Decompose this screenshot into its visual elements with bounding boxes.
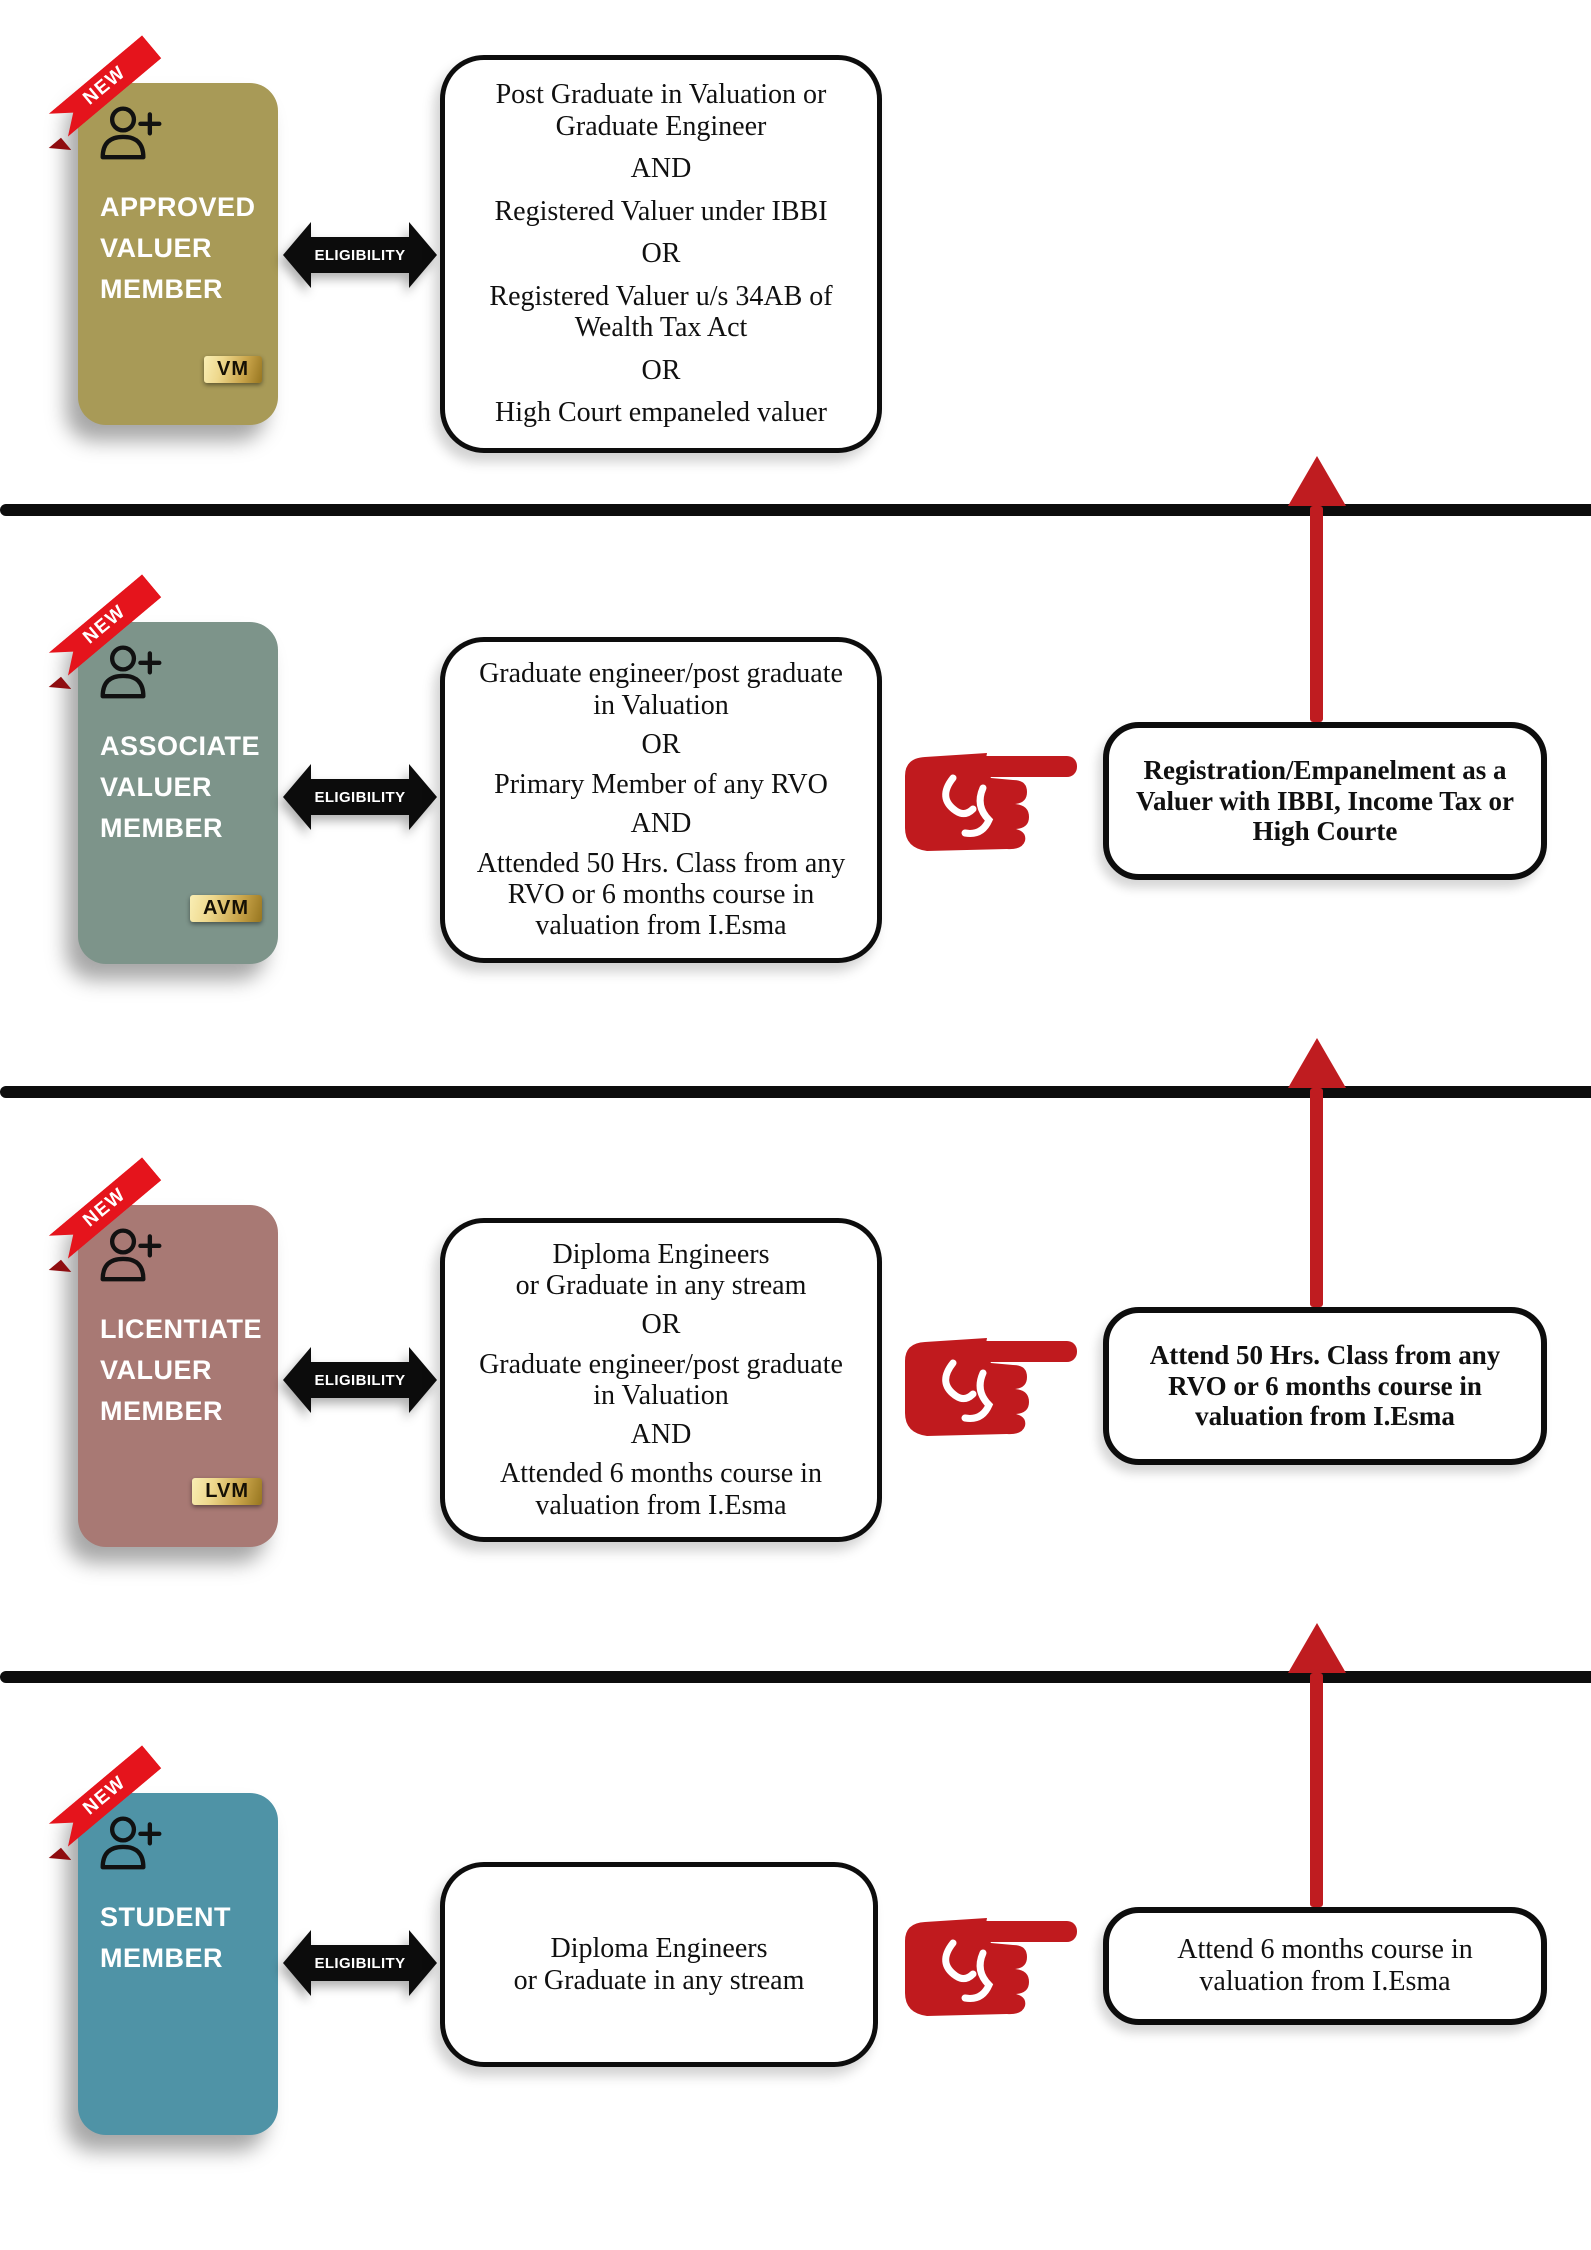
- card-title-line: VALUER: [100, 233, 213, 263]
- criteria-operator: OR: [641, 1309, 681, 1341]
- pointing-hand-icon: [905, 1338, 1077, 1436]
- card-title: APPROVED VALUER MEMBER: [100, 187, 256, 310]
- criteria-operator: AND: [630, 1419, 692, 1451]
- member-card-student: NEW STUDENT MEMBER: [78, 1793, 278, 2135]
- criteria-text: Registered Valuer u/s 34AB of Wealth Tax…: [489, 280, 833, 344]
- person-add-icon: [100, 1816, 162, 1870]
- criteria-operator: AND: [630, 153, 692, 185]
- arrow-right-head: [409, 1347, 437, 1413]
- criteria-operator: AND: [630, 808, 692, 840]
- member-card-licentiate: NEW LICENTIATE VALUER MEMBER LVM: [78, 1205, 278, 1547]
- criteria-box-licentiate: Diploma Engineers or Graduate in any str…: [440, 1218, 882, 1542]
- card-title: STUDENT MEMBER: [100, 1897, 231, 1979]
- person-add-icon: [100, 106, 162, 160]
- progress-arrow-stem: [1310, 1673, 1323, 1907]
- arrow-right-head: [409, 764, 437, 830]
- eligibility-arrow: ELIGIBILITY: [283, 222, 437, 288]
- card-title-line: MEMBER: [100, 813, 223, 843]
- criteria-text: Primary Member of any RVO: [494, 768, 828, 800]
- criteria-text: Diploma Engineers or Graduate in any str…: [513, 1933, 805, 1996]
- eligibility-arrow: ELIGIBILITY: [283, 1347, 437, 1413]
- arrow-right-head: [409, 1930, 437, 1996]
- criteria-operator: OR: [641, 354, 681, 386]
- eligibility-arrow: ELIGIBILITY: [283, 764, 437, 830]
- eligibility-label: ELIGIBILITY: [311, 1362, 409, 1398]
- arrow-left-head: [283, 1347, 311, 1413]
- ribbon-fold: [48, 1259, 72, 1283]
- card-title: ASSOCIATE VALUER MEMBER: [100, 726, 260, 849]
- criteria-text: Post Graduate in Valuation or Graduate E…: [495, 79, 827, 142]
- outcome-box-licentiate: Attend 50 Hrs. Class from any RVO or 6 m…: [1103, 1307, 1547, 1465]
- grade-badge: AVM: [190, 895, 262, 922]
- tier-divider-2: [0, 1086, 1591, 1098]
- pointing-hand-icon: [905, 1918, 1077, 2016]
- outcome-text: Attend 50 Hrs. Class from any RVO or 6 m…: [1149, 1340, 1501, 1432]
- eligibility-arrow: ELIGIBILITY: [283, 1930, 437, 1996]
- criteria-text: Graduate engineer/post graduate in Valua…: [479, 1348, 843, 1411]
- card-title: LICENTIATE VALUER MEMBER: [100, 1309, 262, 1432]
- eligibility-label: ELIGIBILITY: [311, 779, 409, 815]
- grade-badge: VM: [204, 356, 262, 383]
- criteria-text: Attended 6 months course in valuation fr…: [500, 1458, 822, 1521]
- criteria-operator: OR: [641, 729, 681, 761]
- card-title-line: VALUER: [100, 1355, 213, 1385]
- card-title-line: MEMBER: [100, 274, 223, 304]
- member-card-associate: NEW ASSOCIATE VALUER MEMBER AVM: [78, 622, 278, 964]
- grade-badge: LVM: [192, 1478, 262, 1505]
- criteria-text: Diploma Engineers or Graduate in any str…: [515, 1238, 807, 1302]
- person-add-icon: [100, 1228, 162, 1282]
- progress-arrow-stem: [1310, 506, 1323, 722]
- criteria-box-approved: Post Graduate in Valuation or Graduate E…: [440, 55, 882, 453]
- progress-arrow-head: [1288, 1038, 1346, 1088]
- outcome-box-student: Attend 6 months course in valuation from…: [1103, 1907, 1547, 2025]
- criteria-text: Registered Valuer under IBBI: [494, 195, 828, 227]
- tier-divider-3: [0, 1671, 1591, 1683]
- eligibility-label: ELIGIBILITY: [311, 1945, 409, 1981]
- outcome-text: Registration/Empanelment as a Valuer wit…: [1135, 755, 1515, 847]
- tier-divider-1: [0, 504, 1591, 516]
- criteria-operator: OR: [641, 238, 681, 270]
- progress-arrow-head: [1288, 1623, 1346, 1673]
- progress-arrow-head: [1288, 456, 1346, 506]
- card-title-line: MEMBER: [100, 1943, 223, 1973]
- member-card-approved: NEW APPROVED VALUER MEMBER VM: [78, 83, 278, 425]
- outcome-box-associate: Registration/Empanelment as a Valuer wit…: [1103, 722, 1547, 880]
- criteria-text: High Court empaneled valuer: [494, 397, 827, 429]
- card-title-line: VALUER: [100, 772, 213, 802]
- ribbon-fold: [48, 676, 72, 700]
- card-title-line: STUDENT: [100, 1902, 231, 1932]
- card-title-line: MEMBER: [100, 1396, 223, 1426]
- arrow-right-head: [409, 222, 437, 288]
- card-title-line: ASSOCIATE: [100, 731, 261, 761]
- card-title-line: LICENTIATE: [100, 1314, 262, 1344]
- ribbon-fold: [48, 137, 72, 161]
- pointing-hand-icon: [905, 753, 1077, 851]
- criteria-text: Attended 50 Hrs. Class from any RVO or 6…: [476, 847, 846, 942]
- criteria-box-student: Diploma Engineers or Graduate in any str…: [440, 1862, 878, 2067]
- criteria-text: Graduate engineer/post graduate in Valua…: [479, 658, 843, 721]
- criteria-box-associate: Graduate engineer/post graduate in Valua…: [440, 637, 882, 963]
- arrow-left-head: [283, 764, 311, 830]
- card-title-line: APPROVED: [100, 192, 256, 222]
- arrow-left-head: [283, 1930, 311, 1996]
- ribbon-fold: [48, 1847, 72, 1871]
- progress-arrow-stem: [1310, 1088, 1323, 1307]
- arrow-left-head: [283, 222, 311, 288]
- person-add-icon: [100, 645, 162, 699]
- eligibility-label: ELIGIBILITY: [311, 237, 409, 273]
- outcome-text: Attend 6 months course in valuation from…: [1177, 1934, 1473, 1997]
